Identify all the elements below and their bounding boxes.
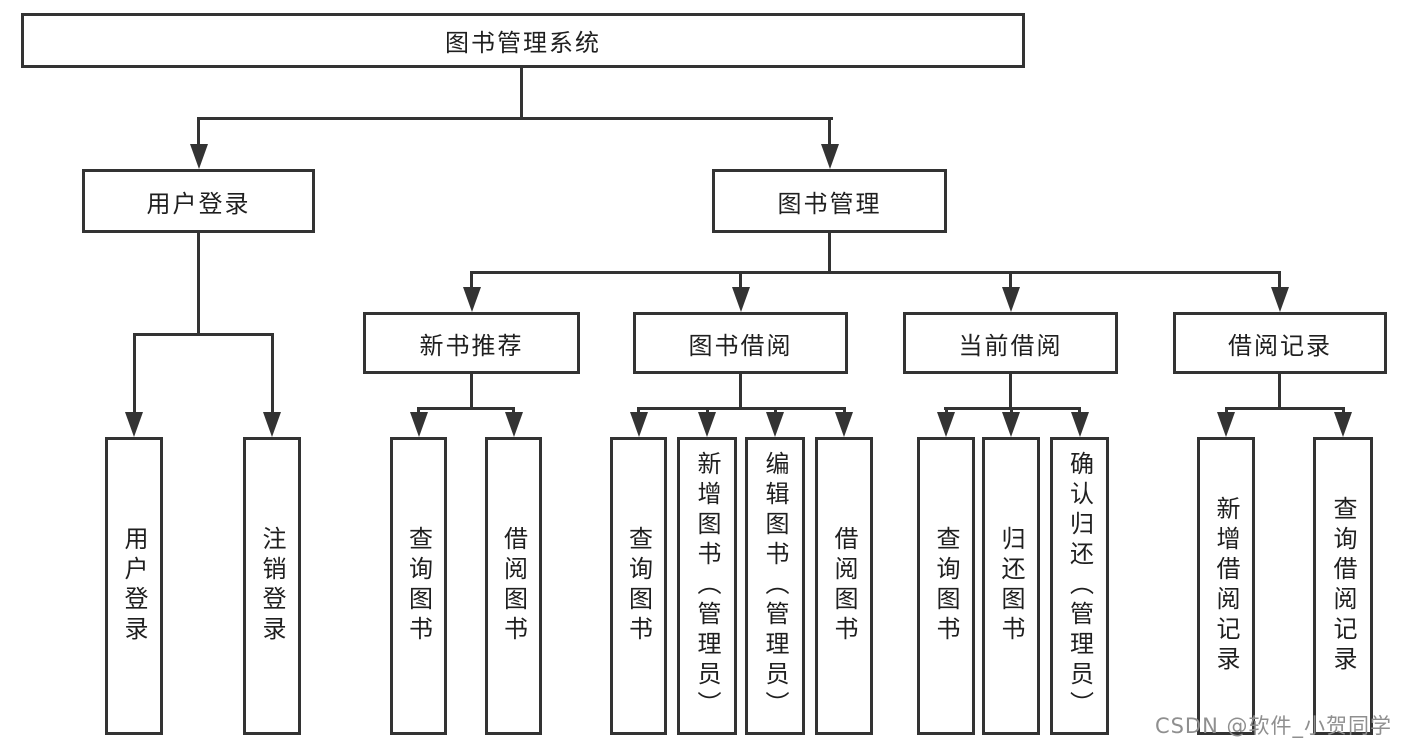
node-label: 查询图书 [624,526,653,646]
connector-line [470,271,473,290]
node-label: 查询图书 [932,526,960,646]
node-label: 借阅记录 [1228,331,1332,360]
leaf-query-books-recommend: 查询图书 [390,437,447,735]
connector-line [828,117,831,147]
leaf-return-books: 归还图书 [982,437,1040,735]
connector-line [637,407,640,415]
leaf-borrow-books-recommend: 借阅图书 [485,437,542,735]
connector-line [417,407,420,415]
connector-line [739,271,742,290]
arrowhead-down-icon [1334,412,1352,437]
node-new-book-recommend: 新书推荐 [363,312,580,374]
connector-line [1009,271,1012,290]
connector-line [197,117,200,147]
watermark: CSDN @软件_小贺同学 [1154,714,1392,738]
connector-line [842,407,846,415]
node-label: 确认归还（管理员） [1065,451,1094,721]
arrowhead-down-icon [409,412,428,437]
connector-line [1009,374,1012,409]
node-borrow-records: 借阅记录 [1173,312,1387,374]
arrowhead-down-icon [766,412,784,437]
connector-line [944,407,948,415]
leaf-edit-books-admin: 编辑图书（管理员） [745,437,805,735]
connector-line [470,374,473,409]
node-current-borrow: 当前借阅 [903,312,1118,374]
connector-line [773,407,777,415]
connector-line [1078,407,1081,415]
node-label: 借阅图书 [830,526,858,646]
node-user-login: 用户登录 [82,169,315,233]
leaf-add-books-admin: 新增图书（管理员） [677,437,737,735]
arrowhead-down-icon [504,412,523,437]
node-book-management: 图书管理 [712,169,947,233]
node-label: 借阅图书 [499,526,528,646]
connector-line [197,233,200,335]
node-label: 图书管理 [777,189,882,218]
connector-line [1278,271,1281,290]
connector-line [1009,407,1013,415]
node-book-borrow: 图书借阅 [633,312,848,374]
node-label: 图书借阅 [688,331,793,360]
connector-line [828,233,831,274]
connector-line [1224,407,1345,410]
connector-line [132,333,274,336]
arrowhead-down-icon [698,412,716,437]
node-label: 新书推荐 [419,331,524,360]
connector-line [197,117,833,120]
connector-line [705,407,709,415]
connector-line [520,68,523,120]
node-label: 查询借阅记录 [1329,496,1357,676]
node-label: 当前借阅 [958,331,1063,360]
connector-line [132,333,136,415]
connector-line [637,407,845,410]
connector-line [1224,407,1228,415]
arrowhead-down-icon [1270,287,1289,312]
node-label: 归还图书 [997,526,1025,646]
connector-line [1341,407,1345,415]
connector-line [417,407,515,410]
node-label: 图书管理系统 [445,29,601,57]
node-label: 注销登录 [258,526,286,646]
node-label: 新增图书（管理员） [693,451,721,721]
connector-line [470,271,1281,274]
arrowhead-down-icon [937,412,955,437]
node-label: 用户登录 [120,526,148,646]
node-label: 编辑图书（管理员） [761,451,789,721]
node-label: 新增借阅记录 [1212,496,1240,676]
node-label: 查询图书 [404,526,433,646]
arrowhead-down-icon [1070,412,1089,437]
arrowhead-down-icon [1001,287,1020,312]
leaf-query-books-borrow: 查询图书 [610,437,667,735]
arrowhead-down-icon [189,144,208,169]
node-root: 图书管理系统 [21,13,1025,68]
arrowhead-down-icon [1002,412,1020,437]
arrowhead-down-icon [1217,412,1235,437]
connector-line [1278,374,1281,409]
node-label: 用户登录 [146,189,251,218]
arrowhead-down-icon [125,412,143,437]
connector-line [739,374,742,409]
connector-line [944,407,1081,410]
arrowhead-down-icon [263,412,281,437]
leaf-query-books-current: 查询图书 [917,437,975,735]
connector-line [270,333,274,415]
arrowhead-down-icon [731,287,750,312]
leaf-add-borrow-record: 新增借阅记录 [1197,437,1255,735]
leaf-logout-login: 注销登录 [243,437,301,735]
leaf-query-borrow-record: 查询借阅记录 [1313,437,1373,735]
arrowhead-down-icon [835,412,853,437]
leaf-confirm-return-admin: 确认归还（管理员） [1050,437,1109,735]
arrowhead-down-icon [629,412,648,437]
arrowhead-down-icon [462,287,481,312]
leaf-user-login: 用户登录 [105,437,163,735]
arrowhead-down-icon [820,144,839,169]
connector-line [512,407,515,415]
leaf-borrow-books: 借阅图书 [815,437,873,735]
